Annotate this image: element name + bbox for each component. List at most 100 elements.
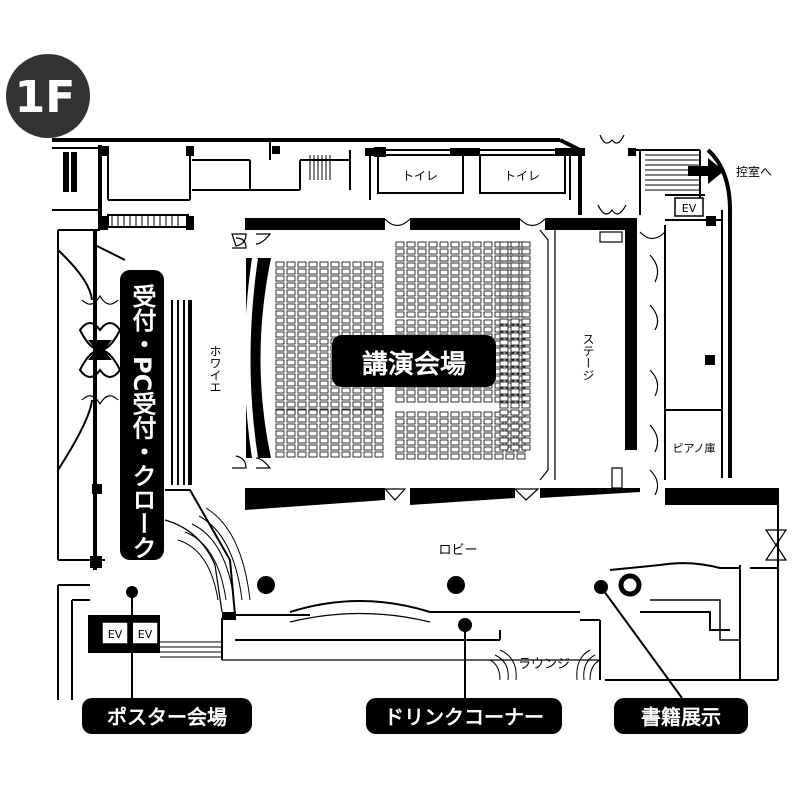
seat: [352, 430, 362, 437]
seat: [297, 345, 307, 352]
seat: [472, 311, 482, 318]
seat: [363, 296, 373, 303]
seat: [308, 409, 318, 416]
seat: [286, 416, 296, 423]
seat: [461, 411, 471, 418]
seat: [510, 325, 520, 332]
seat: [450, 425, 460, 432]
seat: [439, 283, 449, 290]
book-exhibit-badge: [614, 698, 748, 734]
poster-hall-badge: [82, 698, 252, 734]
seat: [510, 339, 520, 346]
seat: [483, 439, 493, 446]
seat: [406, 276, 416, 283]
elevator-top-right: [674, 197, 704, 217]
seat: [483, 432, 493, 439]
seat: [521, 395, 531, 402]
seat: [275, 380, 285, 387]
seat: [499, 353, 509, 360]
seat: [406, 418, 416, 425]
seat: [330, 268, 340, 275]
seat: [472, 269, 482, 276]
toilet-block: [374, 147, 566, 194]
seat: [472, 439, 482, 446]
seat: [308, 401, 318, 408]
seat: [374, 401, 384, 408]
arrow-right-icon: [688, 158, 724, 184]
seat: [286, 366, 296, 373]
seat: [297, 394, 307, 401]
elevator-1: [101, 621, 129, 645]
foyer-label: ホワイエ: [208, 345, 222, 393]
seat: [341, 430, 351, 437]
seat: [308, 380, 318, 387]
seat: [352, 394, 362, 401]
seat: [352, 317, 362, 324]
seat: [352, 416, 362, 423]
seat: [428, 411, 438, 418]
seat: [374, 303, 384, 310]
seat: [330, 423, 340, 430]
seat: [499, 409, 509, 416]
seat: [450, 396, 460, 403]
drink-corner-label: ドリンクコーナー: [384, 705, 544, 729]
seat: [286, 331, 296, 338]
stage-area: [539, 229, 623, 481]
seat: [521, 353, 531, 360]
seat: [461, 446, 471, 453]
seat: [319, 331, 329, 338]
seat: [521, 241, 531, 248]
seat: [521, 444, 531, 451]
seat: [494, 453, 504, 460]
seat: [483, 304, 493, 311]
seat: [330, 261, 340, 268]
seat: [319, 324, 329, 331]
seat: [374, 451, 384, 458]
seat: [395, 319, 405, 326]
seat: [275, 373, 285, 380]
seat: [374, 275, 384, 282]
stair-top-left: [107, 214, 189, 228]
seat: [510, 402, 520, 409]
pillar: [705, 355, 715, 365]
seat: [521, 297, 531, 304]
seat: [374, 387, 384, 394]
seat: [308, 289, 318, 296]
seat: [521, 381, 531, 388]
seat: [510, 290, 520, 297]
seat: [499, 304, 509, 311]
seat: [483, 319, 493, 326]
seat: [499, 367, 509, 374]
seat: [286, 359, 296, 366]
seat: [472, 396, 482, 403]
seat: [406, 446, 416, 453]
seat: [417, 439, 427, 446]
seat: [363, 409, 373, 416]
seat: [308, 359, 318, 366]
seat: [499, 318, 509, 325]
seat: [341, 310, 351, 317]
seat: [297, 331, 307, 338]
seat: [341, 317, 351, 324]
seat: [521, 311, 531, 318]
seat: [428, 241, 438, 248]
seat: [395, 248, 405, 255]
seat: [450, 411, 460, 418]
seat: [308, 275, 318, 282]
seat: [483, 425, 493, 432]
floor-badge: 1F: [6, 54, 90, 138]
seat: [330, 324, 340, 331]
seat: [275, 416, 285, 423]
main-hall-badge: [332, 335, 496, 387]
seat: [439, 439, 449, 446]
seat: [341, 437, 351, 444]
seat: [439, 255, 449, 262]
seat: [439, 411, 449, 418]
seat: [395, 446, 405, 453]
seat: [428, 425, 438, 432]
seat: [417, 269, 427, 276]
seat: [297, 416, 307, 423]
seat: [286, 409, 296, 416]
main-hall-label: 講演会場: [362, 349, 466, 380]
seat: [308, 338, 318, 345]
